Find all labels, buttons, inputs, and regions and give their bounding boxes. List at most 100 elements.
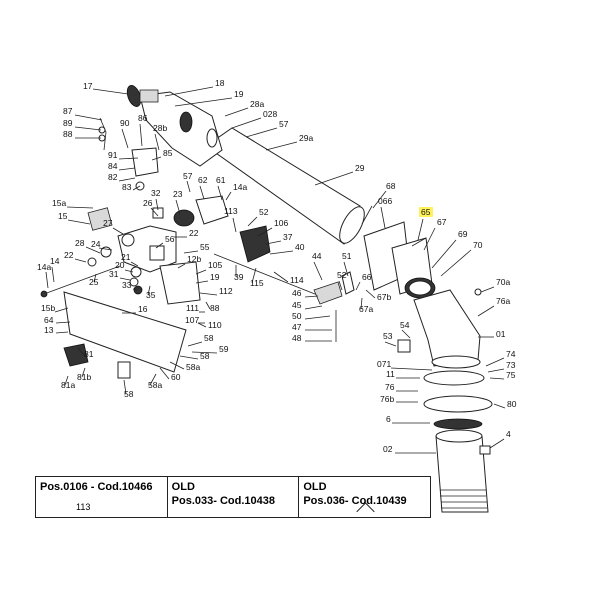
callout-leader-64 (55, 321, 71, 324)
callout-leader-37 (265, 240, 282, 245)
callout-leader-22 (74, 258, 87, 263)
callout-leader-28a (224, 107, 249, 117)
callout-label-82: 82 (108, 172, 118, 182)
table-cell-line1: OLD (171, 481, 195, 493)
gear-81 (63, 343, 89, 367)
callout-label-35: 35 (146, 290, 156, 300)
callout-leader-58 (179, 355, 199, 360)
callout-leader-50 (304, 315, 331, 320)
callout-leader-115 (251, 267, 257, 284)
callout-label-58a: 58a (148, 380, 162, 390)
callout-label-19: 19 (210, 272, 220, 282)
callout-leader-35 (147, 285, 151, 296)
callout-label-14a: 14a (37, 262, 51, 272)
callout-label-110: 110 (208, 320, 222, 330)
callout-leader-071 (390, 367, 433, 371)
callout-label-113: 113 (224, 206, 238, 216)
callout-leader-028 (231, 117, 262, 129)
callout-label-15a: 15a (52, 198, 66, 208)
tag-58 (117, 361, 131, 379)
callout-leader-58a (169, 361, 185, 370)
callout-label-112: 112 (219, 286, 233, 296)
callout-label-15: 15 (58, 211, 68, 221)
callout-leader-55 (183, 250, 199, 254)
callout-label-24: 24 (91, 239, 101, 249)
callout-label-02: 02 (383, 444, 393, 454)
callout-leader-91 (118, 157, 139, 160)
callout-leader-73 (487, 368, 505, 373)
callout-leader-82 (118, 177, 136, 182)
callout-leader-80 (493, 403, 506, 409)
callout-label-89: 89 (63, 118, 73, 128)
callout-label-22: 22 (64, 250, 74, 260)
callout-label-111: 111 (186, 303, 199, 313)
callout-leader-68 (372, 190, 387, 209)
ring-22b (87, 257, 97, 267)
callout-label-58a: 58a (186, 362, 200, 372)
callout-label-64: 64 (44, 315, 54, 325)
callout-leader-15a (66, 206, 94, 209)
callout-leader-81 (77, 347, 85, 356)
callout-label-58: 58 (200, 351, 210, 361)
callout-label-6: 6 (386, 414, 391, 424)
callout-leader-74 (485, 357, 505, 367)
callout-leader-59 (191, 351, 218, 354)
callout-label-61: 61 (216, 175, 226, 185)
callout-leader-14a (45, 271, 49, 289)
callout-label-17: 17 (83, 81, 93, 91)
callout-leader-66 (355, 281, 361, 291)
callout-label-50: 50 (292, 311, 302, 321)
callout-leader-67b (365, 289, 376, 299)
callout-label-32: 32 (151, 188, 161, 198)
callout-leader-15 (67, 219, 91, 225)
callout-leader-58a (149, 373, 157, 386)
fitting-4 (479, 445, 491, 455)
callout-label-80: 80 (507, 399, 517, 409)
callout-label-67b: 67b (377, 292, 391, 302)
callout-leader-113 (232, 217, 237, 233)
callout-leader-65 (417, 218, 424, 241)
callout-label-83: 83 (122, 182, 132, 192)
callout-label-86: 86 (138, 113, 148, 123)
callout-leader-17 (92, 88, 129, 95)
callout-leader-106 (257, 227, 273, 237)
callout-leader-44 (313, 261, 323, 281)
callout-leader-61 (217, 185, 223, 201)
callout-leader-60 (159, 367, 170, 380)
callout-label-67: 67 (437, 217, 447, 227)
bolt-70a (474, 288, 482, 296)
callout-label-51: 51 (342, 251, 352, 261)
callout-leader-19 (174, 97, 233, 107)
callout-leader-81b (81, 367, 86, 378)
callout-leader-85 (151, 156, 162, 161)
callout-leader-84 (118, 167, 136, 171)
parts-code-table: Pos.0106 - Cod.10466 113 OLD Pos.033- Co… (35, 476, 431, 521)
callout-label-55: 55 (200, 242, 210, 252)
callout-leader-56 (155, 242, 164, 249)
bolt-65 (411, 237, 427, 247)
callout-label-16: 16 (138, 304, 148, 314)
callout-label-45: 45 (292, 300, 302, 310)
callout-label-87: 87 (63, 106, 73, 116)
arm-44 (313, 281, 343, 305)
callout-leader-83 (132, 185, 141, 191)
callout-label-114: 114 (290, 275, 304, 285)
callout-leader-27 (112, 227, 124, 235)
ring-31 (129, 277, 139, 287)
callout-label-85: 85 (163, 148, 173, 158)
callout-leader-29a (265, 141, 298, 151)
callout-leader-066 (380, 206, 386, 229)
callout-label-4: 4 (506, 429, 511, 439)
callout-label-76a: 76a (496, 296, 510, 306)
table-cell-036: OLD Pos.036- Cod.10439 (299, 477, 430, 521)
callout-label-19: 19 (234, 89, 244, 99)
bracket-105 (159, 261, 201, 305)
callout-label-81a: 81a (61, 380, 75, 390)
callout-label-01: 01 (496, 329, 506, 339)
callout-label-14: 14 (50, 256, 60, 266)
callout-label-53: 53 (383, 331, 393, 341)
callout-label-29a: 29a (299, 133, 313, 143)
seal-6 (433, 418, 483, 430)
